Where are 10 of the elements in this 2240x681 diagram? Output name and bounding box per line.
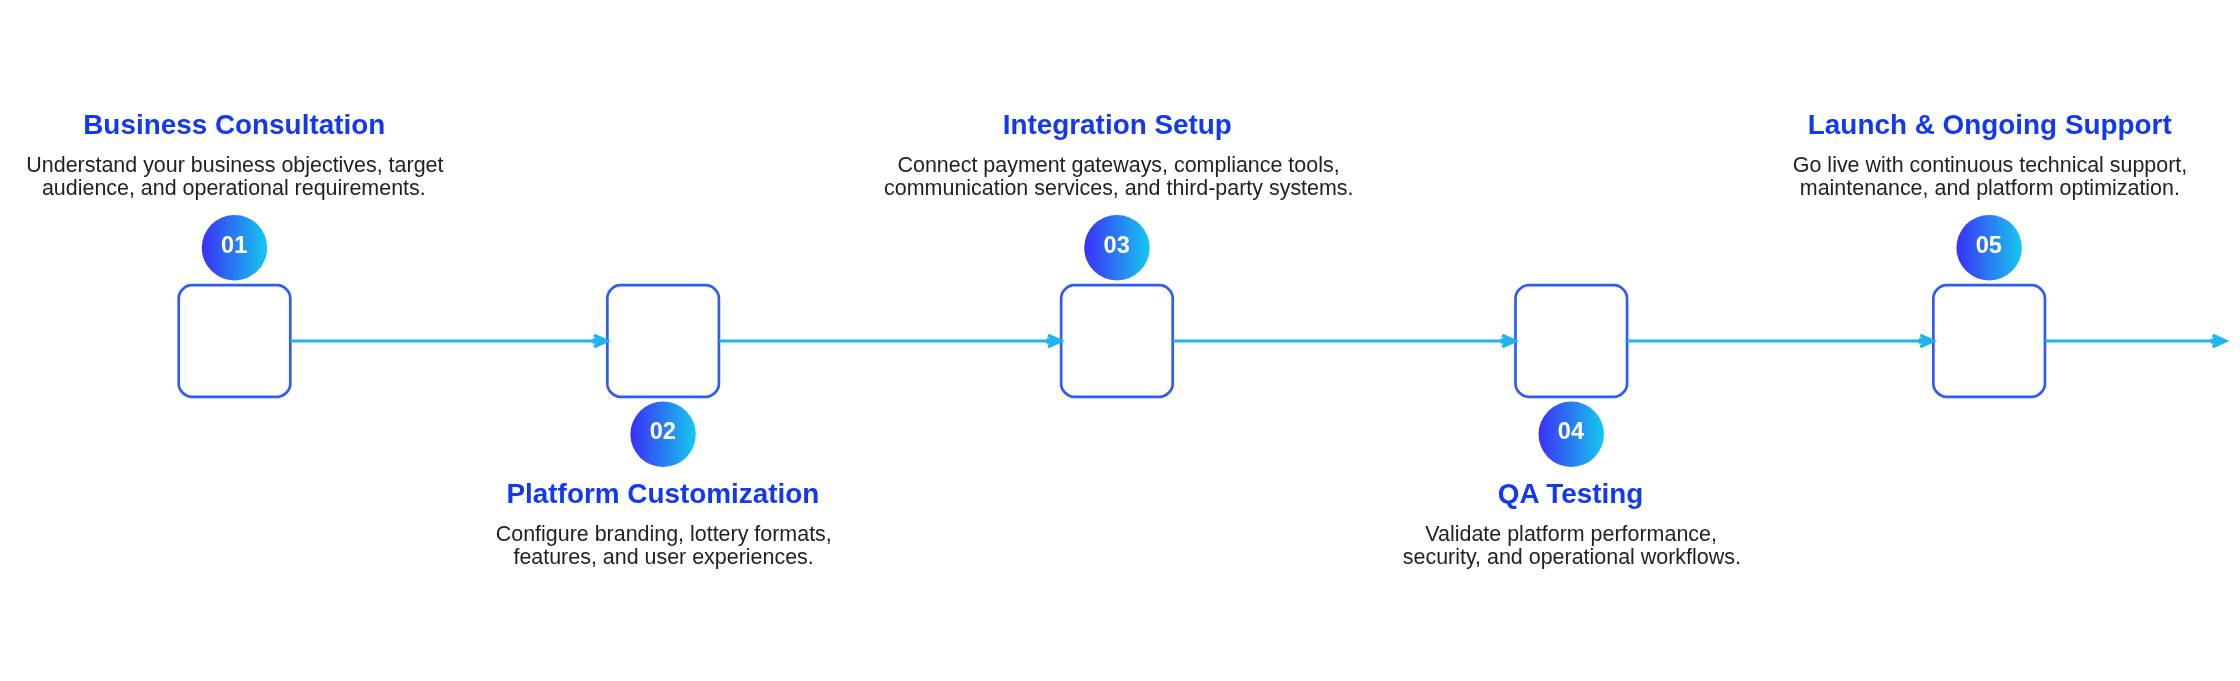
node-label: Launch & Ongoing Support [1807,108,2172,140]
node-label: Integration Setup [1002,108,1232,140]
node-label: Business Consultation [83,108,386,140]
node-label: Connect payment gateways, compliance tools, communication services, and third-party systems. [884,151,1354,200]
node-label: Go live with continuous technical support, maintenance, and platform optimization. [1792,151,2188,200]
node-label: QA Testing [1497,477,1644,509]
node-label: Validate platform performance, security, and operational workflows. [1402,521,1741,569]
node-label: Platform Customization [506,477,820,509]
node-label: Configure branding, lottery formats, features, and user experiences. [495,521,832,569]
node-label: Understand your business objectives, target audience, and operational requirements. [26,151,444,200]
